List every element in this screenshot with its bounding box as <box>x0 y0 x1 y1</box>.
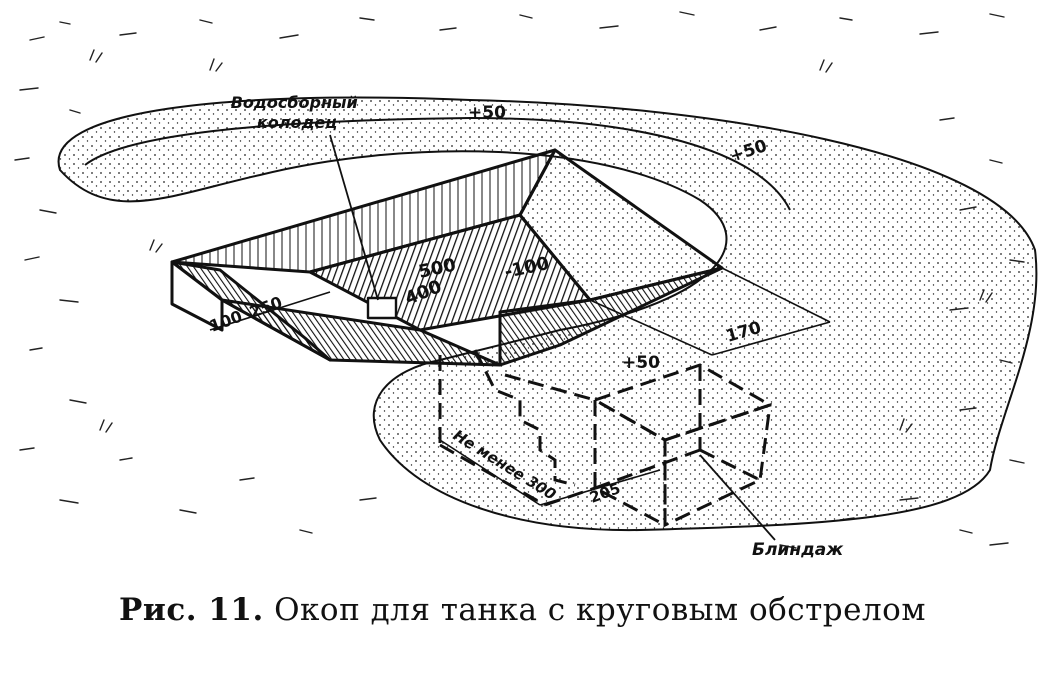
tank-pit <box>170 148 724 367</box>
parapet <box>57 96 1038 532</box>
dim-dugout-top: +50 <box>622 353 660 373</box>
front-left-wall <box>170 260 224 332</box>
dugout-label: Блиндаж <box>752 540 844 560</box>
right-ramp <box>498 266 724 367</box>
figure-caption: Рис. 11. Окоп для танка с круговым обстр… <box>0 592 1045 628</box>
leader-lines <box>329 134 776 541</box>
parapet-inner-edge <box>84 116 791 211</box>
sump-label: Водосборный колодец <box>231 93 364 132</box>
dimension-lines <box>209 267 831 506</box>
caption-number: Рис. 11. <box>119 592 264 628</box>
caption-text: Окоп для танка с круговым обстрелом <box>274 592 926 628</box>
dim-parapet-left: +50 <box>468 103 506 123</box>
sump-pit <box>366 296 398 320</box>
